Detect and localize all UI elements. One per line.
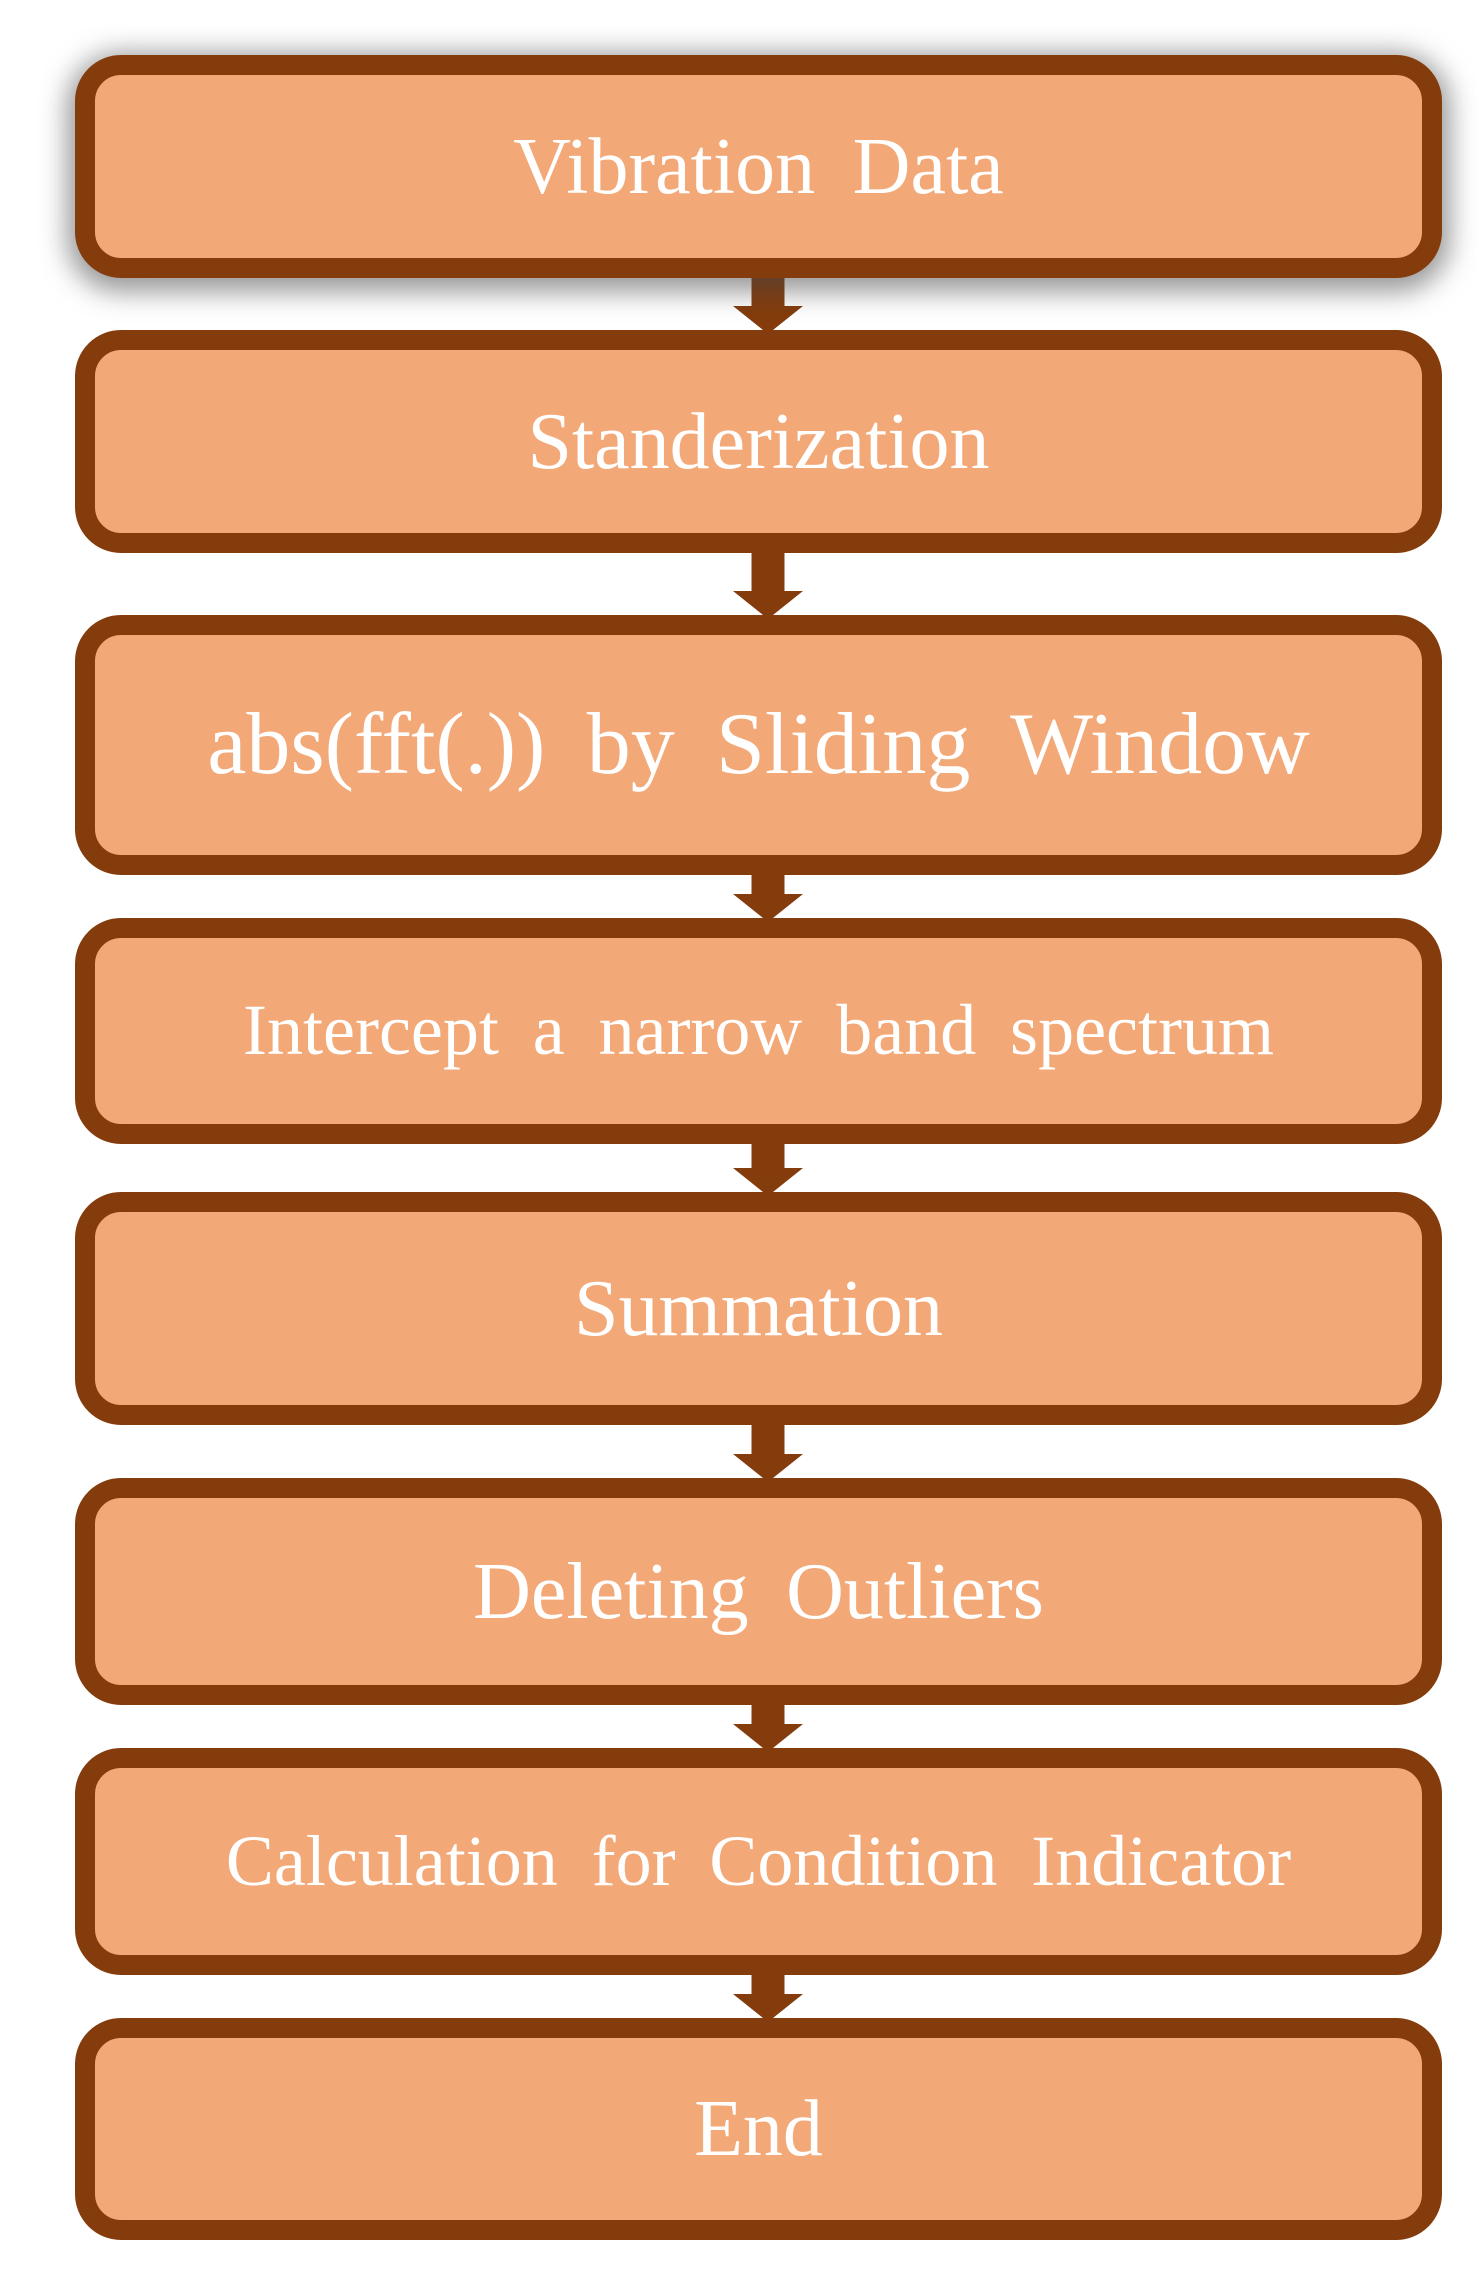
step-label: Intercept a narrow band spectrum (243, 990, 1274, 1071)
step-label: End (694, 2085, 823, 2173)
arrow-head (733, 894, 803, 922)
arrow-head (733, 591, 803, 619)
step-deleting-outliers: Deleting Outliers (75, 1478, 1442, 1705)
down-arrow-icon (733, 867, 803, 922)
down-arrow-icon (733, 1697, 803, 1752)
step-label: Standerization (527, 397, 990, 486)
step-label: abs(fft(.)) by Sliding Window (207, 695, 1310, 793)
step-label: Summation (574, 1264, 943, 1353)
step-standerization: Standerization (75, 330, 1442, 553)
down-arrow-icon (733, 1967, 803, 2022)
step-vibration-data: Vibration Data (75, 55, 1442, 278)
step-label: Deleting Outliers (473, 1547, 1044, 1636)
step-end: End (75, 2018, 1442, 2240)
arrow-head (733, 1724, 803, 1752)
step-label: Calculation for Condition Indicator (225, 1820, 1292, 1901)
down-arrow-icon (733, 1417, 803, 1482)
step-abs-fft-sliding-window: abs(fft(.)) by Sliding Window (75, 615, 1442, 875)
down-arrow-icon (733, 270, 803, 334)
arrow-head (733, 1168, 803, 1196)
arrow-head (733, 1454, 803, 1482)
down-arrow-icon (733, 545, 803, 619)
down-arrow-icon (733, 1136, 803, 1196)
arrow-shaft (751, 545, 785, 595)
step-condition-indicator: Calculation for Condition Indicator (75, 1748, 1442, 1975)
arrow-head (733, 1994, 803, 2022)
step-summation: Summation (75, 1192, 1442, 1425)
step-label: Vibration Data (513, 122, 1004, 211)
step-intercept-narrow-band: Intercept a narrow band spectrum (75, 918, 1442, 1144)
arrow-head (733, 306, 803, 334)
